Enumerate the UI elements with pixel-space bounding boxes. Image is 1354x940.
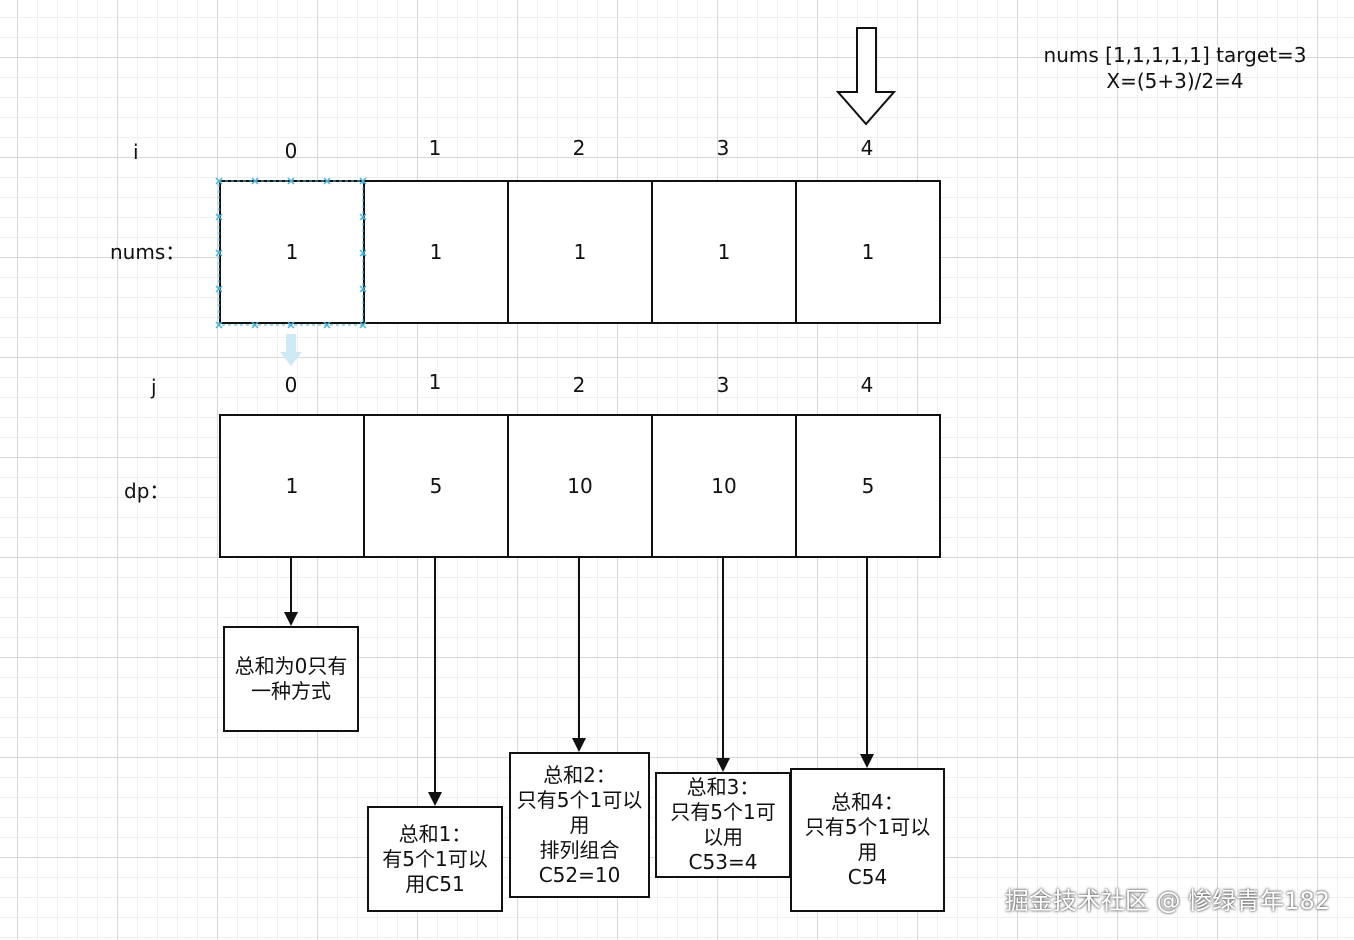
- note-box-0[interactable]: 总和为0只有一种方式: [223, 626, 359, 732]
- note-line: 总和3：: [686, 775, 760, 799]
- dp-cell-1[interactable]: 5: [363, 414, 509, 558]
- dp-index-3: 3: [716, 373, 730, 397]
- nums-cell-1[interactable]: 1: [363, 180, 509, 324]
- note-line: 有5个1可以: [382, 846, 488, 871]
- note-line: 总和4：: [831, 790, 904, 814]
- dp-index-1: 1: [428, 370, 442, 394]
- formula-text: nums [1,1,1,1,1] target=3 X=(5+3)/2=4: [1020, 42, 1330, 94]
- dp-value: 10: [711, 474, 737, 498]
- dp-index-2: 2: [572, 373, 586, 397]
- note-line: 只有5个1可: [670, 800, 776, 824]
- nums-value: 1: [717, 240, 731, 264]
- dp-cell-0[interactable]: 1: [219, 414, 365, 558]
- note-line: 只有5个1可以: [516, 787, 643, 812]
- nums-value: 1: [573, 240, 587, 264]
- note-line: 一种方式: [251, 679, 331, 703]
- nums-index-4: 4: [860, 136, 874, 160]
- dp-value: 10: [567, 474, 593, 498]
- index-label-i: i: [133, 140, 139, 164]
- selection-hint-arrow-icon: [280, 334, 302, 366]
- nums-index-2: 2: [572, 136, 586, 160]
- formula-line-1: nums [1,1,1,1,1] target=3: [1043, 43, 1307, 67]
- dp-cell-4[interactable]: 5: [795, 414, 941, 558]
- selection-outline: [218, 180, 364, 326]
- dp-value: 1: [285, 474, 299, 498]
- nums-cell-2[interactable]: 1: [507, 180, 653, 324]
- dp-cell-2[interactable]: 10: [507, 414, 653, 558]
- nums-index-0: 0: [284, 139, 298, 163]
- nums-value: 1: [429, 240, 443, 264]
- note-line: 总和为0只有: [234, 654, 348, 678]
- dp-value: 5: [861, 474, 875, 498]
- index-label-j: j: [151, 375, 157, 399]
- watermark: 掘金技术社区 @ 惨绿青年182: [1004, 887, 1330, 915]
- note-box-1[interactable]: 总和1：有5个1可以用C51: [367, 806, 503, 912]
- note-line: 用C51: [405, 871, 465, 896]
- selection-handles[interactable]: [210, 172, 374, 336]
- arrowhead-icon: [860, 754, 874, 768]
- nums-cell-4[interactable]: 1: [795, 180, 941, 324]
- note-line: 总和1：: [398, 821, 472, 846]
- nums-index-1: 1: [428, 136, 442, 160]
- nums-value: 1: [285, 240, 299, 264]
- note-line: 用: [857, 840, 878, 864]
- arrowhead-icon: [716, 758, 730, 772]
- arrowhead-icon: [428, 792, 442, 806]
- dp-row-label: dp：: [124, 479, 170, 503]
- dp-index-0: 0: [284, 373, 298, 397]
- arrowhead-icon: [572, 738, 586, 752]
- nums-index-3: 3: [716, 136, 730, 160]
- formula-line-2: X=(5+3)/2=4: [1106, 69, 1244, 93]
- nums-cell-3[interactable]: 1: [651, 180, 797, 324]
- note-line: 排列组合: [539, 837, 620, 862]
- note-line: 总和2：: [543, 762, 616, 787]
- note-line: C54: [847, 865, 888, 889]
- nums-row-label: nums：: [110, 240, 186, 264]
- pointer-down-arrow-icon: [835, 27, 897, 126]
- note-line: 用: [569, 812, 590, 837]
- note-line: C52=10: [538, 862, 621, 887]
- arrowhead-icon: [284, 612, 298, 626]
- nums-value: 1: [861, 240, 875, 264]
- dp-value: 5: [429, 474, 443, 498]
- note-line: 以用: [703, 825, 743, 849]
- dp-index-4: 4: [860, 373, 874, 397]
- dp-cell-3[interactable]: 10: [651, 414, 797, 558]
- note-line: 只有5个1可以: [804, 815, 931, 839]
- note-line: C53=4: [688, 850, 758, 874]
